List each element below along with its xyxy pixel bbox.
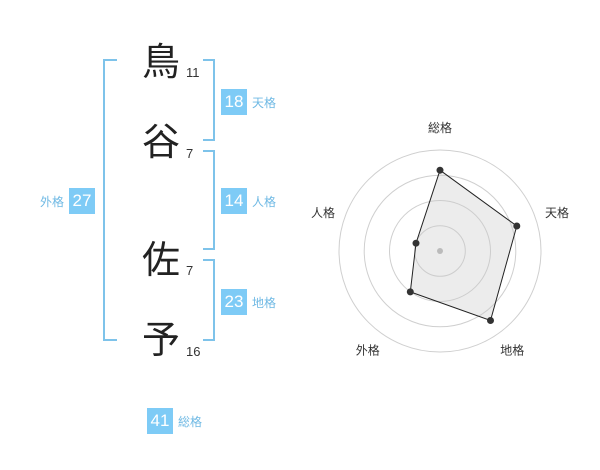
stroke-count-1: 11	[186, 65, 200, 80]
jinkaku-label: 人格	[252, 194, 277, 209]
radar-axis-label-5: 人格	[311, 205, 335, 220]
radar-ring	[363, 174, 517, 328]
tenkaku-bracket	[203, 59, 215, 141]
chikaku-label: 地格	[252, 295, 277, 310]
radar-point-2	[513, 222, 521, 230]
jinkaku-score: 14 人格	[221, 188, 276, 214]
name-character-4: 予	[141, 318, 180, 362]
radar-point-4	[406, 288, 414, 296]
tenkaku-label: 天格	[252, 95, 277, 110]
radar-data-area	[409, 169, 518, 322]
gaikaku-label: 外格	[40, 194, 65, 209]
radar-axis-label-3: 地格	[500, 343, 524, 358]
jinkaku-bracket	[203, 150, 215, 250]
name-character-1: 鳥	[141, 40, 180, 84]
radar-center	[437, 248, 443, 254]
chikaku-value: 23	[221, 289, 247, 315]
tenkaku-score: 18 天格	[221, 89, 276, 115]
chikaku-score: 23 地格	[221, 289, 276, 315]
gaikaku-bracket	[103, 59, 117, 341]
radar-point-5	[412, 239, 420, 247]
gaikaku-value: 27	[69, 188, 96, 214]
radar-point-1	[436, 166, 444, 174]
radar-point-3	[487, 317, 494, 324]
stroke-count-4: 16	[186, 344, 201, 359]
name-character-3: 佐	[141, 238, 180, 282]
jinkaku-value: 14	[221, 188, 247, 214]
soukaku-score: 41 総格	[147, 408, 202, 434]
gaikaku-score: 外格 27	[40, 188, 96, 214]
stroke-count-2: 7	[186, 146, 194, 161]
stroke-count-3: 7	[186, 263, 194, 278]
tenkaku-value: 18	[221, 89, 247, 115]
radar-axis-label-2: 天格	[545, 205, 569, 220]
chikaku-bracket	[203, 259, 215, 341]
soukaku-value: 41	[147, 408, 173, 434]
soukaku-label: 総格	[178, 414, 203, 429]
radar-axis-label-1: 総格	[428, 120, 452, 135]
radar-axis-label-4: 外格	[356, 343, 380, 358]
radar-ring	[338, 149, 542, 353]
radar-ring	[389, 200, 491, 302]
name-character-2: 谷	[141, 120, 180, 164]
